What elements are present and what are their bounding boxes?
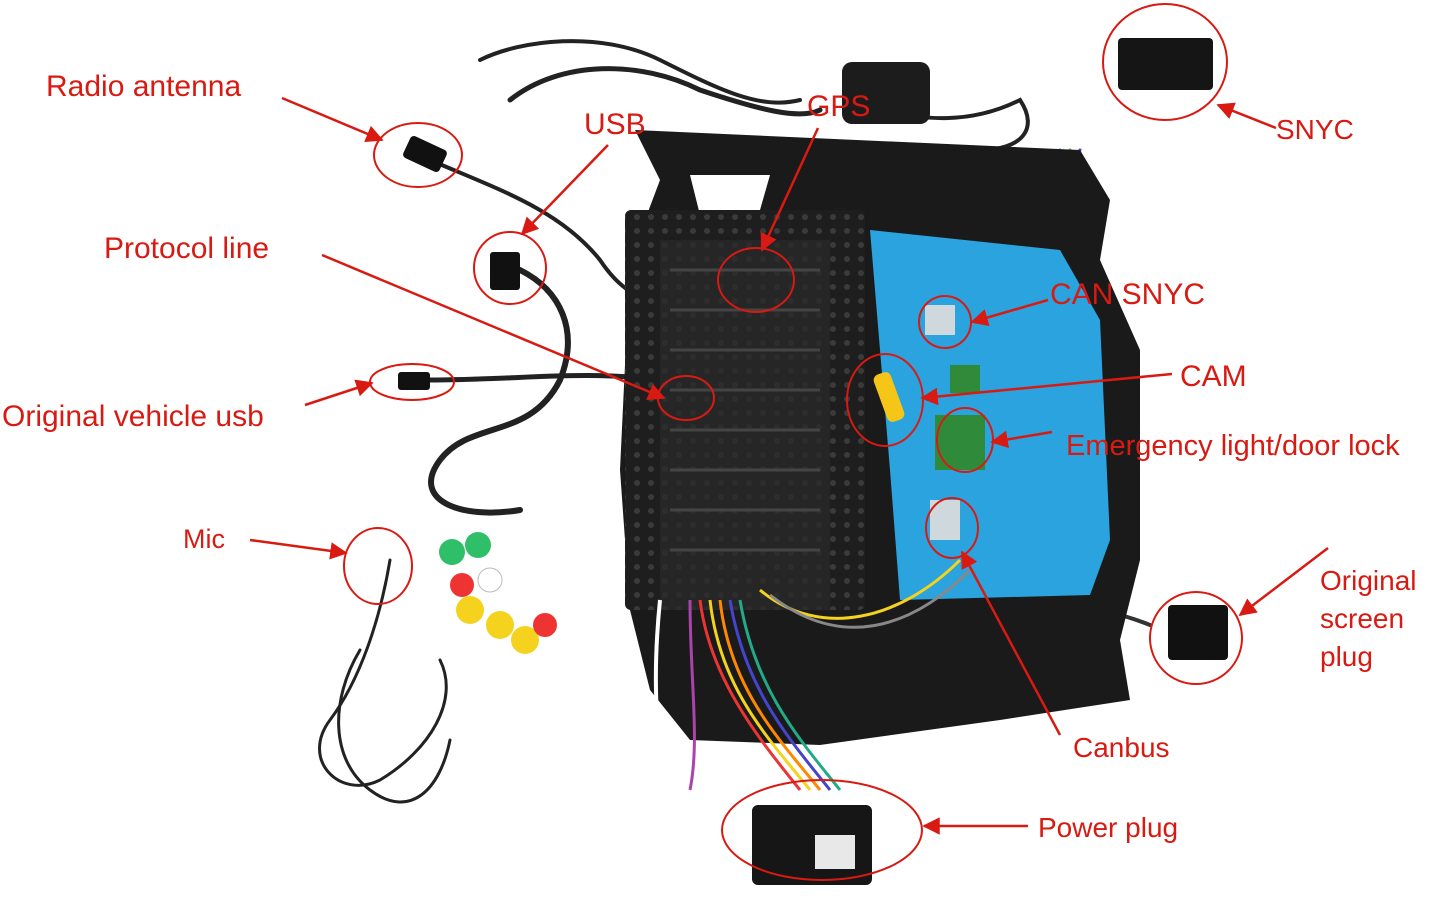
annotation-arrows: [249, 96, 1329, 835]
cam-plug: [873, 372, 905, 422]
label-cam: CAM: [1180, 360, 1247, 393]
label-power-plug: Power plug: [1038, 812, 1179, 843]
label-protocol-line: Protocol line: [104, 232, 270, 265]
label-original-screen-plug: Original screen plug: [1320, 565, 1417, 672]
label-canbus: Canbus: [1073, 732, 1170, 763]
label-usb: USB: [584, 108, 646, 141]
label-original-vehicle-usb: Original vehicle usb: [2, 400, 264, 433]
gps-module: [842, 62, 930, 124]
usb-plug: [490, 252, 520, 290]
label-can-snyc: CAN SNYC: [1050, 278, 1206, 311]
label-radio-antenna: Radio antenna: [46, 70, 242, 103]
wire-harness: [653, 558, 972, 801]
label-gps: GPS: [807, 90, 871, 123]
antenna-plug: [403, 135, 447, 173]
label-snyc: SNYC: [1276, 114, 1354, 145]
screen-plug: [1168, 605, 1228, 660]
label-mic: Mic: [183, 524, 225, 554]
vehicle-usb-plug: [398, 372, 430, 390]
snyc-connector: [1118, 38, 1213, 90]
rca-connectors: [439, 532, 557, 654]
label-emergency-light-door-lock: Emergency light/door lock: [1066, 430, 1400, 462]
